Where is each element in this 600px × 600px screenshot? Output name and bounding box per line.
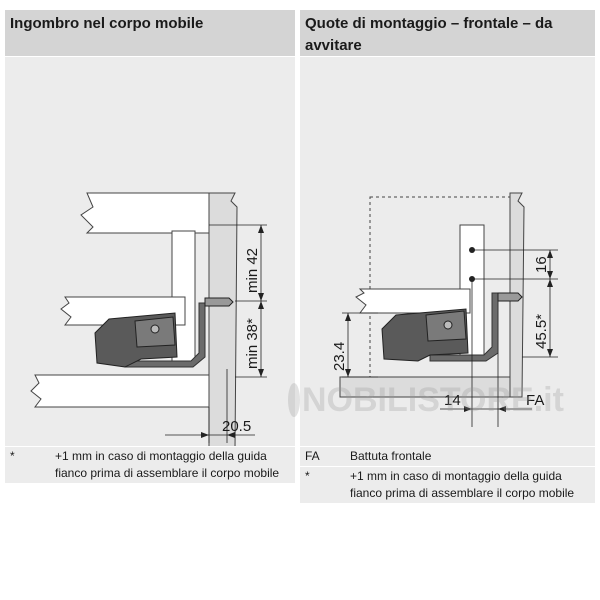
- note-text: +1 mm in caso di montaggio della guida f…: [350, 469, 575, 500]
- cabinet-clearance-diagram: min 42 min 38* 20.5: [30, 192, 267, 446]
- dim-23-4: 23.4: [331, 342, 348, 371]
- note-row: FA Battuta frontale: [300, 447, 595, 466]
- dim-45-5: 45.5*: [533, 314, 550, 349]
- right-drawing: 16 45.5* 23.4 14 FA: [300, 57, 595, 446]
- note-row: * +1 mm in caso di montaggio della guida…: [300, 467, 595, 503]
- dim-min-42: min 42: [244, 248, 261, 293]
- dim-20-5: 20.5: [222, 418, 251, 435]
- note-text: +1 mm in caso di montaggio della guida f…: [55, 449, 280, 480]
- left-panel-title: Ingombro nel corpo mobile: [5, 10, 295, 56]
- dim-min-38: min 38*: [244, 318, 261, 369]
- left-drawing: min 42 min 38* 20.5: [5, 57, 295, 446]
- right-notes: FA Battuta frontale * +1 mm in caso di m…: [300, 447, 595, 503]
- right-panel-title: Quote di montaggio – frontale – da avvit…: [300, 10, 595, 56]
- left-notes: * +1 mm in caso di montaggio della guida…: [5, 447, 295, 483]
- dim-16: 16: [533, 256, 550, 273]
- note-row: * +1 mm in caso di montaggio della guida…: [5, 447, 295, 483]
- note-text: Battuta frontale: [350, 449, 432, 463]
- dim-fa: FA: [526, 392, 544, 409]
- right-panel: Quote di montaggio – frontale – da avvit…: [300, 10, 595, 504]
- dim-14: 14: [444, 392, 461, 409]
- note-symbol: FA: [305, 449, 320, 463]
- front-mounting-diagram: 16 45.5* 23.4 14 FA: [331, 192, 558, 427]
- note-symbol: *: [10, 449, 15, 463]
- note-symbol: *: [305, 469, 310, 483]
- left-panel: Ingombro nel corpo mobile: [5, 10, 295, 484]
